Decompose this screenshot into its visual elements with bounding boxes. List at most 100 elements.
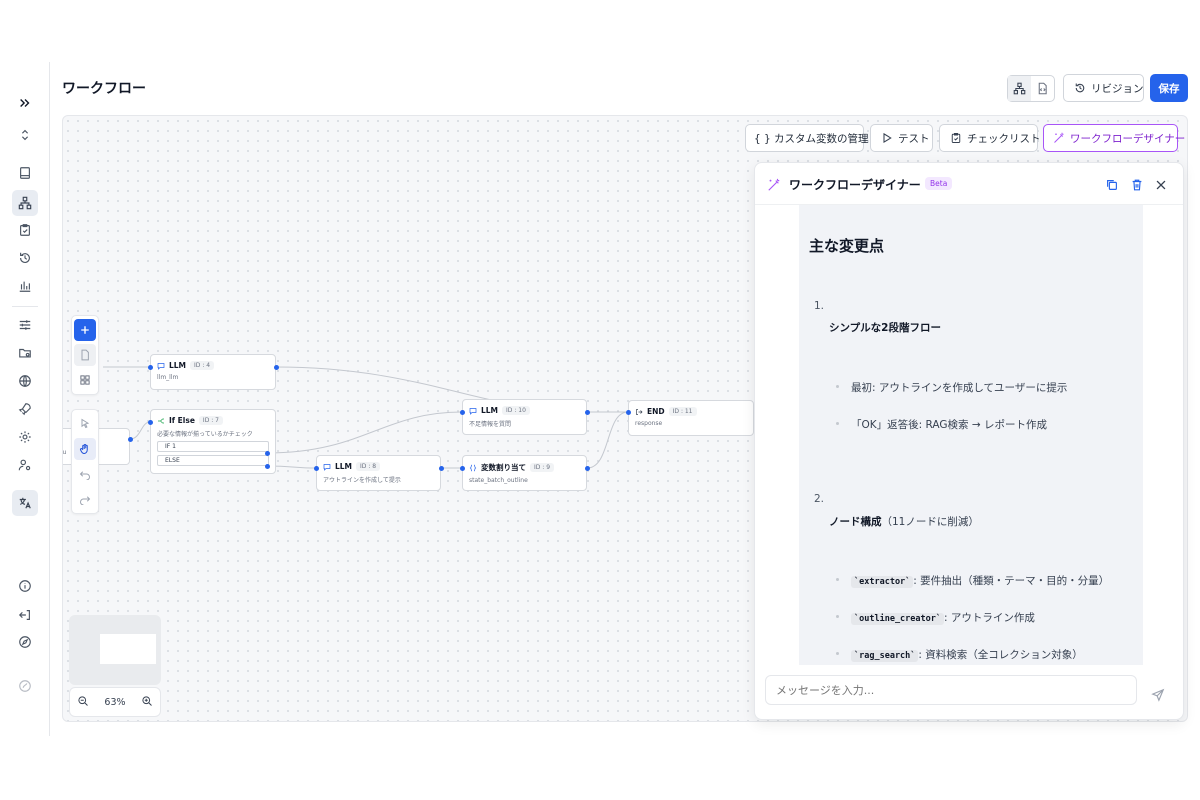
bullet-text: : アウトライン作成 — [944, 612, 1035, 624]
canvas-tools-palette — [71, 409, 99, 514]
play-icon — [883, 132, 892, 144]
translate-icon[interactable] — [12, 490, 38, 516]
pointer-mode-button[interactable] — [74, 413, 96, 435]
trash-icon[interactable] — [1130, 177, 1144, 191]
inline-code: `rag_search` — [851, 650, 919, 662]
logout-icon[interactable] — [12, 602, 38, 628]
chevron-updown-icon[interactable] — [12, 122, 38, 148]
workflow-icon[interactable] — [12, 190, 38, 216]
undo-icon — [79, 471, 90, 480]
list-bullet: `rag_search`: 資料検索（全コレクション対象） — [836, 647, 1083, 662]
cursor-icon — [81, 418, 90, 429]
compass-icon[interactable] — [12, 629, 38, 655]
zoom-in-button[interactable] — [141, 695, 153, 710]
list-bullet: `extractor`: 要件抽出（種類・テーマ・目的・分量） — [835, 573, 1109, 588]
node-port[interactable] — [128, 437, 133, 442]
info-icon[interactable] — [12, 573, 38, 599]
bottom-band — [0, 736, 1200, 800]
designer-panel: ワークフローデザイナー Beta 主な変更点 1. シンプルな2段階フロー 最初… — [754, 162, 1184, 720]
message-input[interactable] — [765, 675, 1137, 705]
node-port[interactable] — [439, 466, 444, 471]
list-bullet: 最初: アウトラインを作成してユーザーに提示 — [835, 380, 1067, 395]
list-number: 1. — [814, 300, 825, 312]
book-icon[interactable] — [12, 160, 38, 186]
history-icon — [1075, 83, 1085, 93]
node-port[interactable] — [265, 451, 270, 456]
magic-wand-icon — [1054, 132, 1064, 143]
node-port[interactable] — [148, 420, 153, 425]
close-icon[interactable] — [1154, 177, 1168, 191]
node-id: ID : 7 — [198, 416, 223, 425]
gear-icon[interactable] — [12, 424, 38, 450]
revision-label: リビジョン — [1091, 82, 1144, 95]
minimap[interactable] — [69, 615, 161, 685]
node-port[interactable] — [585, 466, 590, 471]
globe-icon[interactable] — [12, 368, 38, 394]
workflow-node-end-11[interactable]: END ID : 11 response — [628, 400, 754, 436]
zoom-out-button[interactable] — [77, 695, 89, 710]
workflow-node-assign-9[interactable]: 変数割り当て ID : 9 state_batch_outline — [462, 455, 587, 491]
else-condition[interactable]: ELSE — [157, 455, 269, 466]
bar-chart-icon[interactable] — [12, 273, 38, 299]
node-type: If Else — [169, 416, 195, 425]
checklist-button[interactable]: チェックリスト — [939, 124, 1041, 152]
page-title: ワークフロー — [62, 81, 146, 97]
view-toggle[interactable] — [1007, 75, 1055, 102]
chat-icon — [157, 362, 165, 370]
list-item-title: ノード構成（11ノードに削減） — [829, 514, 979, 529]
hand-icon — [79, 444, 88, 454]
node-port[interactable] — [265, 464, 270, 469]
if-condition[interactable]: IF 1 — [157, 441, 269, 452]
node-port[interactable] — [626, 410, 631, 415]
code-view-button[interactable] — [1031, 76, 1054, 101]
graph-view-button[interactable] — [1008, 76, 1031, 101]
add-node-button[interactable] — [74, 319, 96, 341]
node-port[interactable] — [148, 365, 153, 370]
chat-icon — [469, 407, 477, 415]
node-port[interactable] — [314, 466, 319, 471]
node-port[interactable] — [274, 365, 279, 370]
minimap-viewport[interactable] — [100, 634, 156, 664]
expand-icon[interactable] — [12, 90, 38, 116]
send-icon[interactable] — [1151, 687, 1165, 702]
hand-mode-button[interactable] — [74, 438, 96, 460]
zoom-level[interactable]: 63% — [104, 696, 126, 708]
exit-icon — [636, 408, 643, 415]
zoom-controls: 63% — [69, 687, 161, 717]
workflow-designer-button[interactable]: ワークフローデザイナー — [1043, 124, 1185, 152]
clipboard-check-icon[interactable] — [12, 217, 38, 243]
workflow-node-llm-10[interactable]: LLM ID : 10 不足情報を質問 — [462, 399, 587, 435]
sliders-icon[interactable] — [12, 312, 38, 338]
branch-icon — [158, 418, 164, 423]
node-description: ru — [62, 449, 67, 456]
rocket-icon[interactable] — [12, 396, 38, 422]
save-button[interactable]: 保存 — [1150, 74, 1188, 102]
message-heading: 主な変更点 — [809, 237, 885, 255]
node-port[interactable] — [585, 410, 590, 415]
workflow-node-ifelse-7[interactable]: If Else ID : 7 必要な情報が揃っているかチェック IF 1 ELS… — [150, 409, 276, 474]
magic-wand-icon — [767, 177, 781, 191]
test-button[interactable]: テスト — [870, 124, 933, 152]
copy-icon[interactable] — [1105, 177, 1119, 191]
undo-button[interactable] — [74, 463, 96, 485]
add-tools-palette — [71, 315, 99, 395]
redo-icon — [80, 496, 91, 505]
workflow-node-llm-4[interactable]: LLM ID : 4 llm_llm — [150, 354, 276, 390]
folder-settings-icon[interactable] — [12, 340, 38, 366]
revision-button[interactable]: リビジョン — [1063, 74, 1144, 102]
node-port[interactable] — [460, 466, 465, 471]
custom-variables-button[interactable]: { } カスタム変数の管理 — [745, 124, 869, 152]
file-code-icon — [1038, 82, 1047, 95]
layout-grid-button[interactable] — [74, 369, 96, 391]
node-type: LLM — [481, 406, 499, 415]
user-settings-icon[interactable] — [12, 452, 38, 478]
workflow-node-llm-8[interactable]: LLM ID : 8 アウトラインを作成して提示 — [316, 455, 441, 491]
node-port[interactable] — [460, 410, 465, 415]
history-icon[interactable] — [12, 245, 38, 271]
node-type: 変数割り当て — [481, 463, 526, 472]
node-description: response — [635, 420, 663, 427]
panel-title: ワークフローデザイナー — [789, 178, 921, 192]
redo-button[interactable] — [74, 488, 96, 510]
add-note-button[interactable] — [74, 344, 96, 366]
